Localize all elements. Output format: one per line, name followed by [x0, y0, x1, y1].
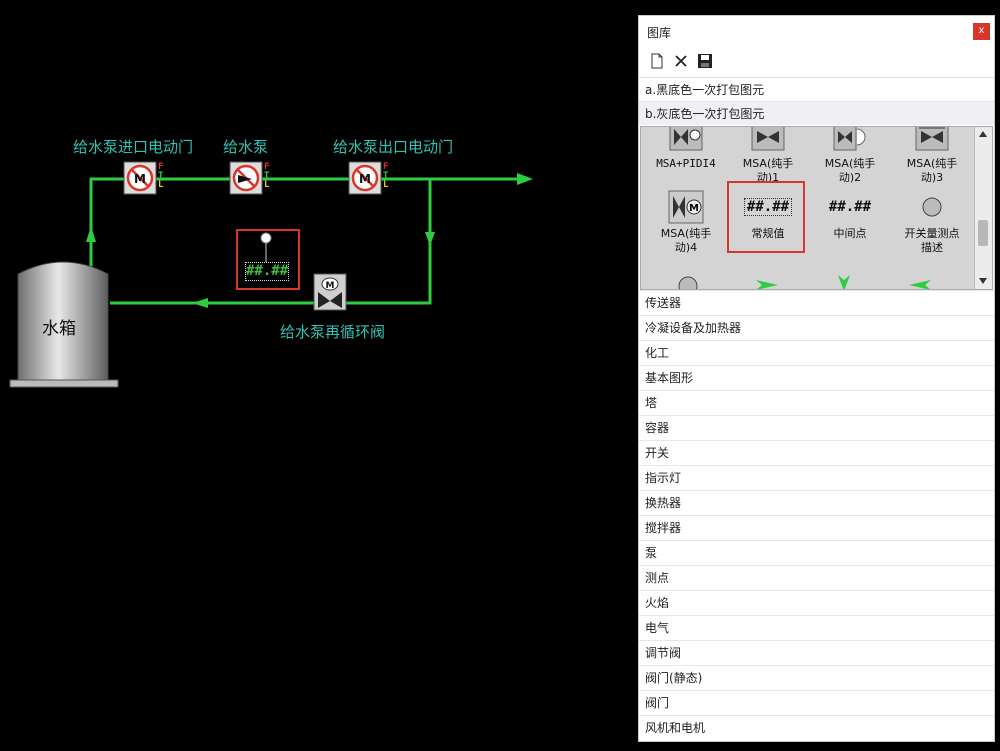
measure-point[interactable] — [260, 232, 272, 262]
panel-title: 图库 — [647, 26, 672, 40]
svg-text:M: M — [689, 203, 699, 214]
category-item[interactable]: 换热器 — [639, 490, 994, 515]
highlight-box-canvas — [236, 229, 300, 290]
feed-pump[interactable] — [229, 161, 263, 195]
category-item[interactable]: 泵 — [639, 540, 994, 565]
arrow-down-icon[interactable] — [837, 275, 851, 290]
grid-item-switch-desc[interactable]: 开关量测点描述 — [891, 187, 973, 255]
svg-text:M: M — [134, 172, 146, 186]
recirc-valve[interactable] — [313, 273, 347, 311]
flow-arrow-up — [86, 226, 96, 242]
tank-label: 水箱 — [42, 319, 76, 339]
outlet-valve[interactable]: M — [348, 161, 382, 195]
grid-item-msa-manual-4[interactable]: M MSA(纯手动)4 — [645, 187, 727, 255]
svg-text:M: M — [326, 281, 335, 291]
category-item[interactable]: 搅拌器 — [639, 515, 994, 540]
category-item[interactable]: 电气 — [639, 615, 994, 640]
category-item[interactable]: 化工 — [639, 340, 994, 365]
category-item[interactable]: 阀门(静态) — [639, 665, 994, 690]
value-icon: ##.## — [828, 199, 872, 215]
grid-scrollbar[interactable] — [974, 127, 992, 289]
close-button[interactable]: x — [973, 23, 990, 40]
category-item[interactable]: 测点 — [639, 565, 994, 590]
grid-item-midpoint[interactable]: ##.## 中间点 — [828, 199, 872, 240]
category-item[interactable]: 阀门 — [639, 690, 994, 715]
group-b[interactable]: b.灰底色一次打包图元 — [639, 101, 994, 125]
delete-icon[interactable] — [673, 53, 689, 69]
grid-item-msa-manual-2[interactable]: MSA(纯手动)2 — [809, 127, 891, 185]
category-item[interactable]: 风机和电机 — [639, 715, 994, 740]
category-item[interactable]: 调节阀 — [639, 640, 994, 665]
pipe-diagram: M M M — [9, 161, 533, 388]
arrow-right-icon[interactable] — [756, 279, 778, 290]
manual-valve-icon — [915, 127, 949, 151]
scroll-thumb[interactable] — [978, 220, 988, 246]
circle-icon — [922, 197, 942, 217]
symbol-grid: MSA+PIDI4 MSA(纯手动)1 MSA(纯手动)2 MSA(纯手动)3 … — [640, 126, 993, 290]
category-item[interactable]: 火焰 — [639, 590, 994, 615]
value-display[interactable]: ##.## — [245, 262, 289, 281]
recirc-valve-label: 给水泵再循环阀 — [280, 323, 386, 341]
flow-arrow-down — [425, 232, 435, 246]
diagram-canvas[interactable]: M M M 给水泵进口电动门 给水泵 给水泵出口 — [0, 0, 638, 747]
category-item[interactable]: 基本图形 — [639, 365, 994, 390]
motor-valve-icon: M — [668, 190, 704, 224]
scroll-up-icon — [979, 131, 987, 137]
pump-label: 给水泵 — [223, 138, 269, 156]
svg-text:M: M — [359, 172, 371, 186]
flow-arrow-left — [192, 298, 208, 308]
circle-icon[interactable] — [677, 275, 699, 290]
flow-arrow-out — [517, 173, 533, 185]
manual-valve-icon — [833, 127, 866, 151]
arrow-left-icon[interactable] — [909, 279, 931, 290]
category-item[interactable]: 冷凝设备及加热器 — [639, 315, 994, 340]
value-icon: ##.## — [743, 198, 793, 216]
grid-item-regular-value[interactable]: ##.## 常规值 — [727, 187, 809, 241]
new-file-icon[interactable] — [649, 53, 665, 69]
category-item[interactable]: 指示灯 — [639, 465, 994, 490]
scroll-down-icon — [979, 278, 987, 284]
category-item[interactable]: 塔 — [639, 390, 994, 415]
save-icon[interactable] — [697, 53, 713, 69]
category-item[interactable]: 传送器 — [639, 290, 994, 315]
category-item[interactable]: 开关 — [639, 440, 994, 465]
category-item[interactable]: 容器 — [639, 415, 994, 440]
water-tank[interactable] — [9, 261, 119, 388]
grid-item-msa-manual-3[interactable]: MSA(纯手动)3 — [891, 127, 973, 185]
group-a[interactable]: a.黑底色一次打包图元 — [639, 77, 994, 101]
manual-valve-icon — [751, 127, 785, 151]
recirc-pipe — [110, 179, 432, 305]
msa-pid-icon — [669, 127, 703, 151]
library-panel: 图库 x a.黑底色一次打包图元 b.灰底色一次打包图元 MSA+PIDI4 M… — [638, 15, 995, 742]
outlet-valve-label: 给水泵出口电动门 — [333, 138, 454, 156]
highlight-box-panel — [727, 181, 805, 253]
inlet-valve-label: 给水泵进口电动门 — [73, 138, 194, 156]
grid-item-msa-pidi4[interactable]: MSA+PIDI4 — [645, 127, 727, 171]
grid-item-msa-manual-1[interactable]: MSA(纯手动)1 — [727, 127, 809, 185]
inlet-valve[interactable]: M — [123, 161, 157, 195]
